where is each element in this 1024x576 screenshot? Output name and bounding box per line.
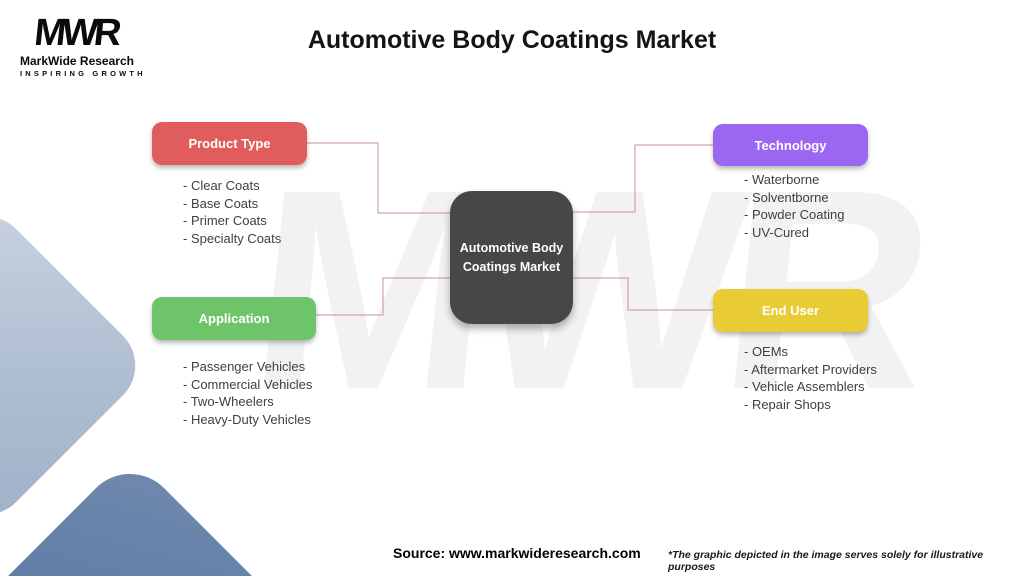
node-product-type-label: Product Type (188, 136, 271, 151)
list-item: - Specialty Coats (183, 230, 282, 246)
application-list: - Passenger Vehicles - Commercial Vehicl… (183, 358, 312, 428)
list-item: - Two-Wheelers (183, 394, 274, 409)
mwr-logo: MWR MarkWide Research INSPIRING GROWTH (20, 12, 146, 78)
node-product-type: Product Type (152, 122, 307, 165)
list-item: - Aftermarket Providers (744, 361, 877, 377)
node-technology-label: Technology (754, 137, 827, 153)
list-item: - Base Coats (183, 195, 259, 211)
center-node-automotive-body-coatings-market: Automotive Body Coatings Market (450, 191, 573, 324)
connector-product-type (307, 142, 450, 214)
logo-company-name: MarkWide Research (20, 54, 134, 68)
disclaimer-text: *The graphic depicted in the image serve… (668, 549, 984, 573)
connector-technology (573, 144, 713, 213)
list-item: - Waterborne (744, 172, 820, 187)
technology-list: - Waterborne - Solventborne - Powder Coa… (744, 171, 844, 241)
node-application: Application (152, 297, 316, 340)
node-end-user: End User (713, 289, 868, 332)
source-text: Source: www.markwideresearch.com (393, 545, 641, 561)
list-item: - Primer Coats (183, 213, 267, 228)
list-item: - Powder Coating (744, 207, 845, 222)
center-node-label-line1: Automotive Body (459, 241, 564, 256)
list-item: - Clear Coats (183, 178, 260, 193)
center-node-label-line2: Coatings Market (462, 259, 561, 274)
end-user-list: - OEMs - Aftermarket Providers - Vehicle… (744, 343, 877, 413)
list-item: - Repair Shops (744, 396, 831, 412)
product-type-list: - Clear Coats - Base Coats - Primer Coat… (183, 177, 281, 247)
list-item: - Solventborne (744, 189, 829, 205)
list-item: - UV-Cured (744, 224, 810, 240)
node-end-user-label: End User (761, 303, 820, 318)
page-title: Automotive Body Coatings Market (307, 26, 717, 54)
list-item: - Vehicle Assemblers (744, 379, 865, 394)
list-item: - Commercial Vehicles (183, 376, 313, 392)
node-application-label: Application (198, 311, 270, 326)
logo-tagline: INSPIRING GROWTH (20, 69, 146, 78)
node-technology: Technology (713, 124, 868, 166)
connector-application (316, 277, 450, 316)
list-item: - Heavy-Duty Vehicles (183, 411, 311, 427)
list-item: - Passenger Vehicles (183, 359, 306, 374)
list-item: - OEMs (744, 344, 789, 359)
connector-end-user (573, 277, 713, 311)
